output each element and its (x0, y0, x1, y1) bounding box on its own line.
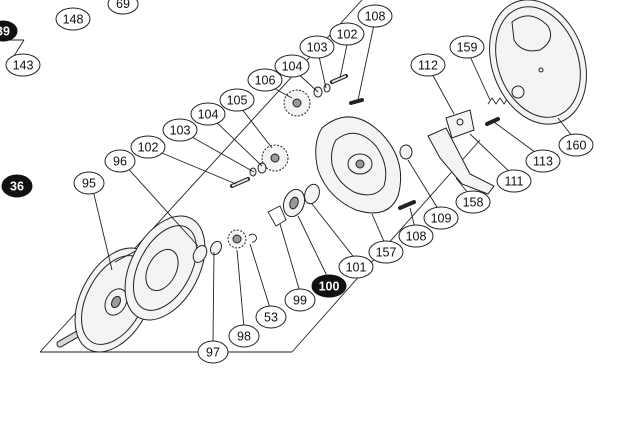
part-label-103-lower: 103 (162, 118, 198, 142)
assembly-boundary (0, 0, 481, 353)
screw-part-113 (485, 117, 500, 126)
svg-text:157: 157 (376, 246, 397, 260)
part-label-103-upper: 103 (299, 35, 335, 59)
part-label-97: 97 (197, 340, 229, 364)
svg-text:113: 113 (533, 155, 553, 169)
part-label-96: 96 (104, 149, 136, 173)
part-label-160: 160 (558, 133, 594, 157)
svg-text:103: 103 (170, 124, 191, 138)
leader-lines (91, 19, 576, 343)
svg-text:97: 97 (206, 346, 220, 360)
svg-text:95: 95 (82, 177, 96, 191)
part-label-101: 101 (338, 255, 374, 279)
clip-part-53 (248, 233, 257, 243)
svg-text:148: 148 (63, 13, 84, 27)
gear-part-105 (261, 144, 289, 172)
screw-part-102-lower (230, 177, 250, 188)
part-label-143: 143 (5, 53, 41, 77)
part-label-102-lower: 102 (130, 135, 166, 159)
ring-part-101 (304, 183, 320, 205)
part-label-108-upper: 108 (357, 4, 393, 28)
clip-part-99 (267, 205, 287, 227)
part-label-102-upper: 102 (329, 22, 365, 46)
gear-part-106 (283, 89, 311, 117)
svg-text:109: 109 (431, 212, 452, 226)
plate-part-111 (445, 109, 475, 139)
part-label-113: 113 (525, 149, 561, 173)
part-label-111: 111 (496, 169, 532, 193)
svg-text:99: 99 (293, 294, 307, 308)
svg-text:96: 96 (113, 155, 127, 169)
part-label-105: 105 (219, 88, 255, 112)
svg-text:98: 98 (237, 330, 251, 344)
part-label-157: 157 (368, 240, 404, 264)
svg-text:103: 103 (307, 41, 328, 55)
svg-text:39: 39 (0, 25, 10, 39)
svg-text:160: 160 (566, 139, 587, 153)
part-label-158: 158 (455, 190, 491, 214)
svg-text:108: 108 (406, 230, 427, 244)
part-label-104-lower: 104 (190, 102, 226, 126)
svg-text:101: 101 (346, 261, 367, 275)
svg-text:105: 105 (227, 94, 248, 108)
side-cover-part-160 (489, 0, 587, 125)
svg-text:112: 112 (418, 59, 438, 73)
svg-text:104: 104 (282, 60, 303, 74)
svg-text:159: 159 (457, 41, 478, 55)
svg-text:102: 102 (138, 141, 159, 155)
part-label-148: 148 (55, 7, 91, 31)
part-label-53: 53 (255, 305, 287, 329)
part-label-99: 99 (284, 288, 316, 312)
svg-text:111: 111 (504, 175, 523, 189)
screw-part-108-upper (349, 98, 364, 105)
part-label-100: 100 (311, 274, 347, 298)
spring-washer-part-97 (192, 240, 223, 263)
svg-text:36: 36 (10, 180, 24, 194)
svg-text:143: 143 (13, 59, 34, 73)
lever-part-158 (427, 127, 495, 195)
part-label-109: 109 (423, 206, 459, 230)
svg-text:102: 102 (337, 28, 358, 42)
part-label-106: 106 (247, 68, 283, 92)
part-label-95: 95 (73, 171, 105, 195)
part-label-98: 98 (228, 324, 260, 348)
screw-part-108-lower (398, 200, 416, 210)
svg-text:106: 106 (255, 74, 276, 88)
gear-part-98 (227, 229, 247, 249)
washer-part-103-104-lower (249, 162, 267, 177)
svg-text:158: 158 (463, 196, 484, 210)
svg-text:100: 100 (319, 280, 340, 294)
spool-part (56, 215, 206, 353)
bearing-part-100 (282, 188, 306, 218)
part-label-159: 159 (449, 35, 485, 59)
part-label-112: 112 (410, 53, 446, 77)
screw-part-102-upper (330, 74, 348, 84)
spring-part-159 (487, 97, 509, 105)
part-label-108-lower: 108 (398, 224, 434, 248)
part-label-104-upper: 104 (274, 54, 310, 78)
screw-part-109 (399, 144, 413, 160)
side-plate-part-157 (315, 116, 402, 214)
svg-text:108: 108 (365, 10, 386, 24)
svg-text:69: 69 (116, 0, 130, 11)
svg-text:104: 104 (198, 108, 219, 122)
part-label-69: 69 (107, 0, 139, 15)
svg-text:53: 53 (264, 311, 278, 325)
part-label-39: 39 (0, 20, 18, 42)
part-label-36: 36 (1, 174, 33, 198)
